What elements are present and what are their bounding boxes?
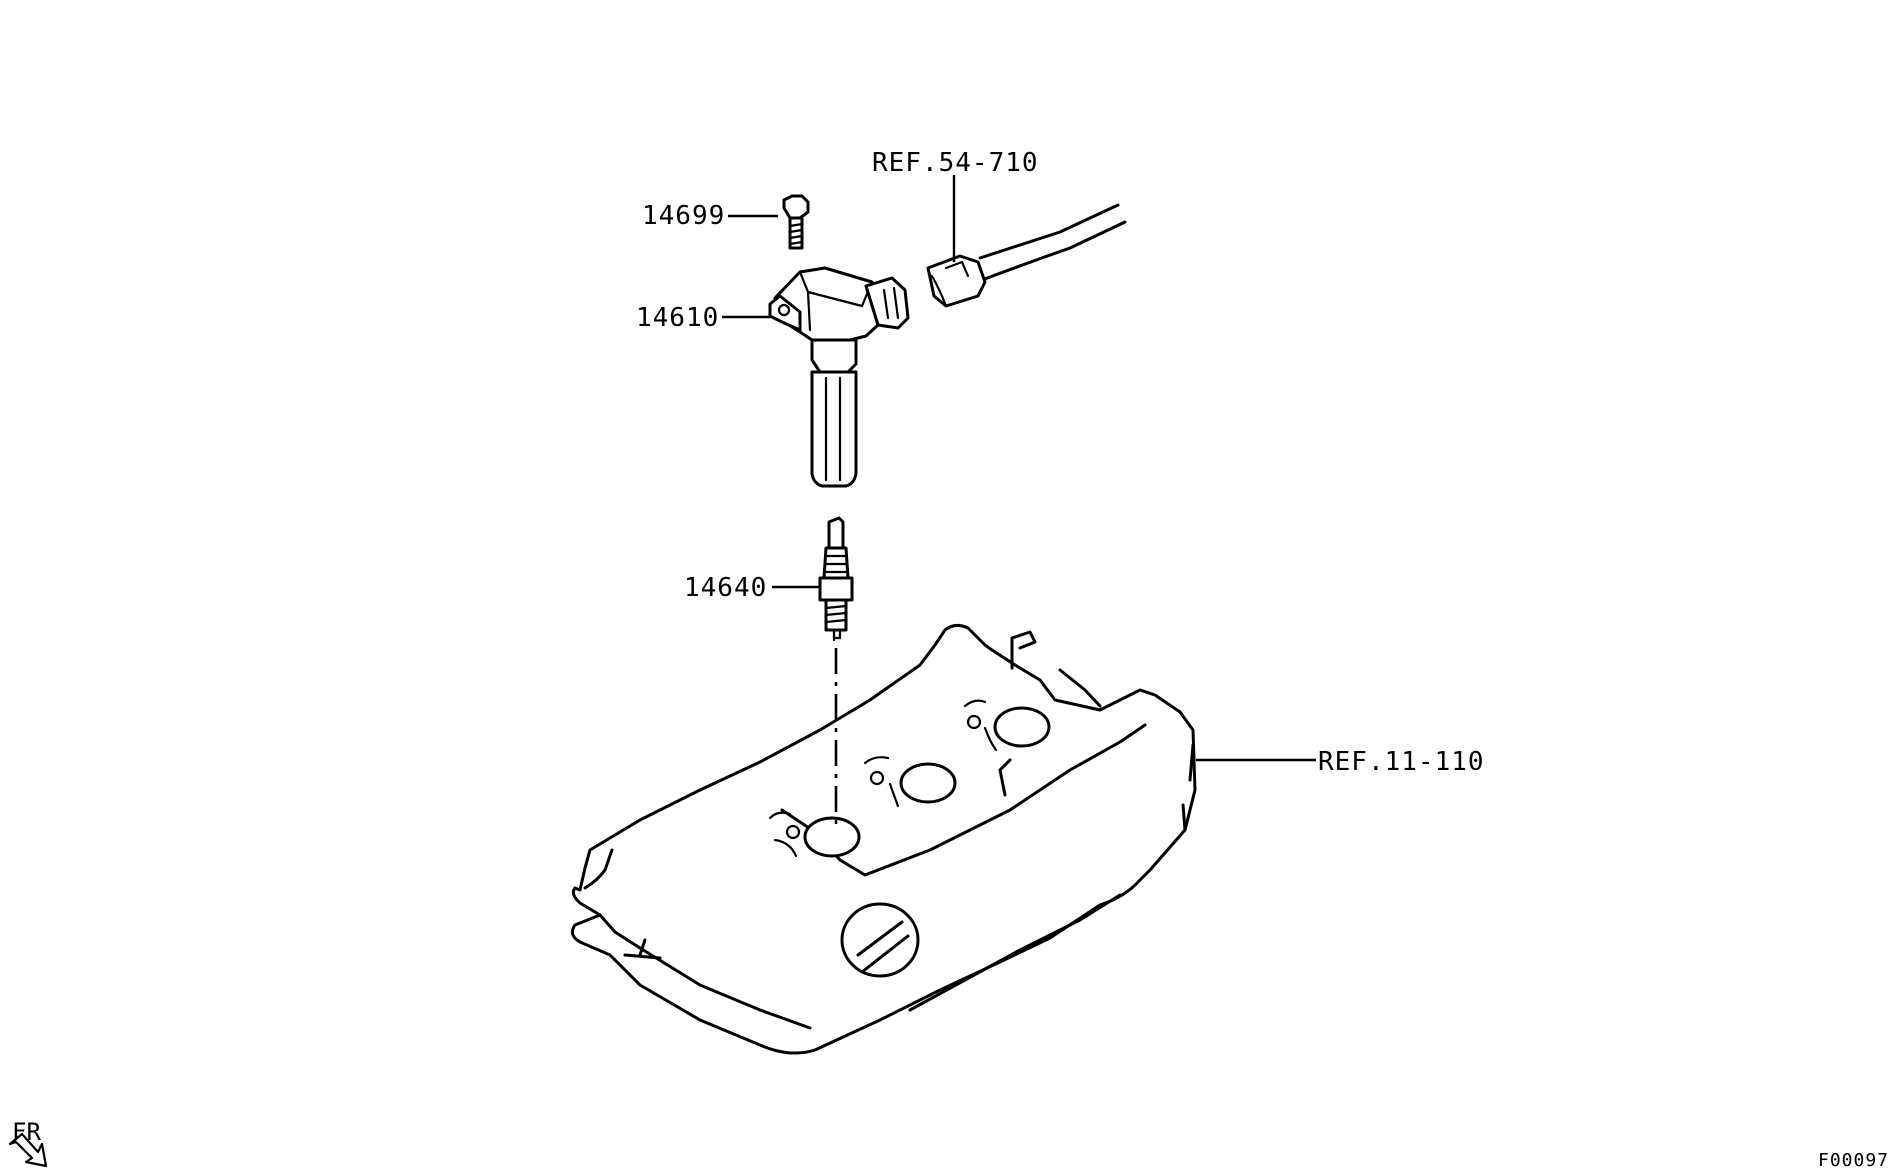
- plug-hole-2: [899, 762, 957, 804]
- spark-plug-drawing: [818, 516, 854, 642]
- rocker-cover-left-lip: [583, 848, 614, 890]
- front-direction-arrow-icon: [8, 1132, 48, 1168]
- plug-hole-1: [803, 816, 861, 858]
- rocker-cover-breather: [1010, 630, 1037, 670]
- rocker-cover-lower-edge: [908, 893, 1122, 1012]
- rocker-cover-drawing: [570, 623, 1197, 1055]
- ignition-coil-mount-hole: [777, 303, 791, 317]
- ignition-coil-neck: [810, 338, 858, 376]
- figure-code: F00097: [1818, 1150, 1889, 1171]
- ignition-coil-socket-ribs: [882, 286, 900, 320]
- callout-rocker-cover-ref: REF.11-110: [1318, 747, 1485, 777]
- ignition-coil-drawing: [768, 266, 910, 488]
- rocker-cover-side-edge: [1181, 743, 1195, 832]
- plug-hole-3: [993, 706, 1051, 748]
- harness-cable-upper: [978, 203, 1120, 260]
- orientation-label: FR: [12, 1118, 41, 1146]
- ignition-coil-boot-ribs: [824, 376, 842, 482]
- ignition-coil-boot: [810, 370, 858, 488]
- harness-connector-lock: [930, 260, 970, 308]
- plug-hole-bolt-2: [869, 770, 885, 786]
- harness-connector-body: [926, 254, 987, 308]
- plug-hole-mark-2: [863, 756, 900, 808]
- callout-ignition-coil: 14610: [636, 303, 719, 333]
- spark-plug-hex: [818, 576, 854, 602]
- bolt-drawing: [782, 194, 810, 250]
- rocker-cover-ridge: [1058, 668, 1102, 708]
- bolt-thread: [788, 222, 804, 246]
- plug-hole-mark-3: [963, 699, 998, 752]
- spark-plug-terminal: [827, 516, 845, 550]
- oil-filler-cap-tab: [856, 920, 910, 974]
- spark-plug-electrode: [832, 628, 842, 642]
- harness-cable-lower: [980, 220, 1127, 282]
- spark-plug-ribs: [824, 554, 848, 574]
- rocker-cover-skirt: [598, 913, 812, 1030]
- callout-bolt: 14699: [642, 201, 725, 231]
- rocker-cover-ridge-2: [998, 758, 1012, 797]
- ignition-coil-mount-ear: [768, 294, 802, 332]
- spark-plug-thread-lines: [824, 604, 848, 624]
- plug-hole-bolt-1: [785, 824, 801, 840]
- rocker-cover-outline: [570, 623, 1197, 1055]
- plug-hole-bolt-3: [966, 714, 982, 730]
- plug-hole-mark-1: [768, 811, 798, 858]
- harness-connector-drawing: [926, 203, 1127, 308]
- rocker-cover-skirt-2: [623, 938, 662, 960]
- callout-spark-plug: 14640: [684, 573, 767, 603]
- callout-harness-ref: REF.54-710: [872, 148, 1039, 178]
- bolt-head: [782, 194, 810, 220]
